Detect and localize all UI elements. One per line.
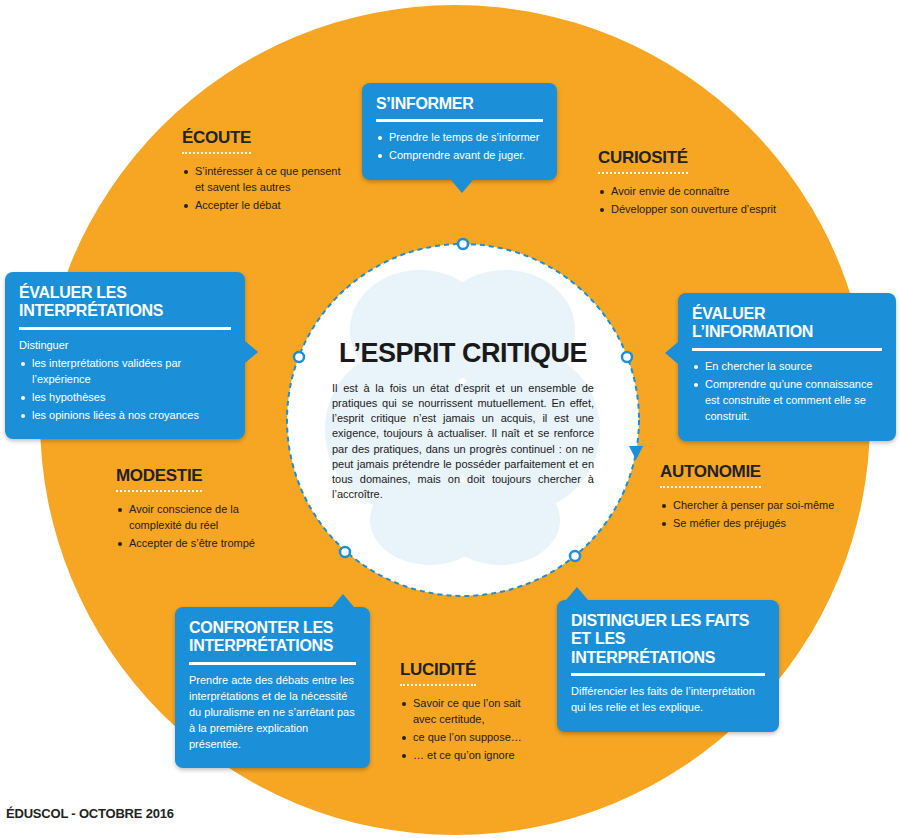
bullet-text: Comprendre avant de juger. [389,148,525,164]
center-circle: L’ESPRIT CRITIQUE Il est à la fois un éta… [288,245,638,595]
bullet-dot [402,754,406,758]
ring-dots [294,239,632,561]
callout-box: S’INFORMER Prendre le temps de s’informer… [362,83,557,180]
bullet-text: Chercher à penser par soi-même [673,498,834,514]
bullet-item: En chercher la source [692,359,882,375]
box-heading: CONFRONTER LES INTERPRÉTATIONS [189,619,356,665]
bullet-item: les interprétations validées par l’expér… [19,356,231,388]
bullet-text: Se méfier des préjugés [673,516,786,532]
bullet-item: S’intéresser à ce que pensent et savent … [182,164,352,196]
box-text: Différencier les faits de l’interprétati… [571,684,765,716]
bullet-text: Avoir envie de connaître [611,184,729,200]
bullet-text: les opinions liées à nos croyances [32,408,199,424]
bullet-dot [402,702,406,706]
box-text: Distinguer [19,338,231,354]
bullet-text: Développer son ouverture d’esprit [611,202,776,218]
bullet-item: Avoir envie de connaître [598,184,788,200]
box-heading: ÉVALUER L’INFORMATION [692,305,882,351]
bullet-dot [402,736,406,740]
center-title: L’ESPRIT CRITIQUE [308,338,618,369]
bullet-text: … et ce qu’on ignore [413,748,515,764]
quality-heading: LUCIDITÉ [400,660,476,686]
bullet-dot [118,542,122,546]
quality-group: LUCIDITÉ Savoir ce que l’on sait avec cer… [400,660,535,766]
bullet-dot [694,365,698,369]
bullet-item: … et ce qu’on ignore [400,748,535,764]
bullet-item: Accepter le débat [182,198,352,214]
bullet-item: Se méfier des préjugés [660,516,855,532]
callout-tail [451,180,473,193]
bullet-dot [378,136,382,140]
quality-heading: CURIOSITÉ [598,148,688,174]
bullet-dot [184,204,188,208]
callout-tail [665,342,678,364]
box-heading: S’INFORMER [376,95,543,122]
bullet-dot [662,522,666,526]
bullet-item: Prendre le temps de s’informer [376,130,543,146]
callout-tail [245,341,258,363]
bullet-text: Avoir conscience de la complexité du rée… [129,502,276,534]
bullet-dot [21,362,25,366]
quality-group: AUTONOMIE Chercher à penser par soi-mêmeS… [660,462,855,534]
bullet-item: ce que l’on suppose… [400,730,535,746]
bullet-item: les opinions liées à nos croyances [19,408,231,424]
box-text: Prendre acte des débats entre les interp… [189,673,356,753]
quality-group: CURIOSITÉ Avoir envie de connaîtreDévelop… [598,148,788,220]
callout-box: ÉVALUER LES INTERPRÉTATIONS Distinguer les… [5,272,245,439]
bullet-text: Accepter le débat [195,198,281,214]
callout-tail [332,594,354,607]
bullet-text: les hypothèses [32,390,105,406]
bullet-dot [118,508,122,512]
quality-group: ÉCOUTE S’intéresser à ce que pensent et s… [182,128,352,216]
bullet-dot [662,504,666,508]
callout-box: DISTINGUER LES FAITS ET LES INTERPRÉTATI… [557,600,779,732]
bullet-item: Avoir conscience de la complexité du rée… [116,502,276,534]
bullet-item: Comprendre avant de juger. [376,148,543,164]
ring-arrowhead [629,446,643,460]
bullet-text: Savoir ce que l’on sait avec certitude, [413,696,535,728]
bullet-dot [21,414,25,418]
bullet-text: Comprendre qu’une connaissance est const… [705,377,882,425]
bullet-item: les hypothèses [19,390,231,406]
bullet-dot [184,170,188,174]
bullet-dot [694,383,698,387]
quality-group: MODESTIE Avoir conscience de la complexit… [116,466,276,554]
bullet-dot [600,190,604,194]
box-heading: ÉVALUER LES INTERPRÉTATIONS [19,284,231,330]
quality-heading: MODESTIE [116,466,202,492]
bullet-text: S’intéresser à ce que pensent et savent … [195,164,352,196]
bullet-dot [378,154,382,158]
quality-heading: AUTONOMIE [660,462,761,488]
bullet-text: En chercher la source [705,359,812,375]
center-disc [287,244,639,596]
callout-tail [566,587,588,600]
bullet-item: Chercher à penser par soi-même [660,498,855,514]
bullet-dot [21,396,25,400]
bullet-item: Savoir ce que l’on sait avec certitude, [400,696,535,728]
brain-illustration [325,270,600,565]
bullet-item: Développer son ouverture d’esprit [598,202,788,218]
bullet-text: ce que l’on suppose… [413,730,522,746]
callout-box: CONFRONTER LES INTERPRÉTATIONS Prendre ac… [175,607,370,768]
dashed-ring [287,244,639,596]
bullet-dot [600,208,604,212]
center-text: Il est à la fois un état d’esprit et un … [332,381,594,502]
quality-heading: ÉCOUTE [182,128,251,154]
bullet-text: les interprétations validées par l’expér… [32,356,231,388]
bullet-item: Accepter de s’être trompé [116,536,276,552]
bullet-item: Comprendre qu’une connaissance est const… [692,377,882,425]
callout-box: ÉVALUER L’INFORMATION En chercher la sour… [678,293,896,441]
box-heading: DISTINGUER LES FAITS ET LES INTERPRÉTATI… [571,612,765,676]
bullet-text: Prendre le temps de s’informer [389,130,539,146]
caption: ÉDUSCOL - OCTOBRE 2016 [6,806,174,821]
bullet-text: Accepter de s’être trompé [129,536,255,552]
